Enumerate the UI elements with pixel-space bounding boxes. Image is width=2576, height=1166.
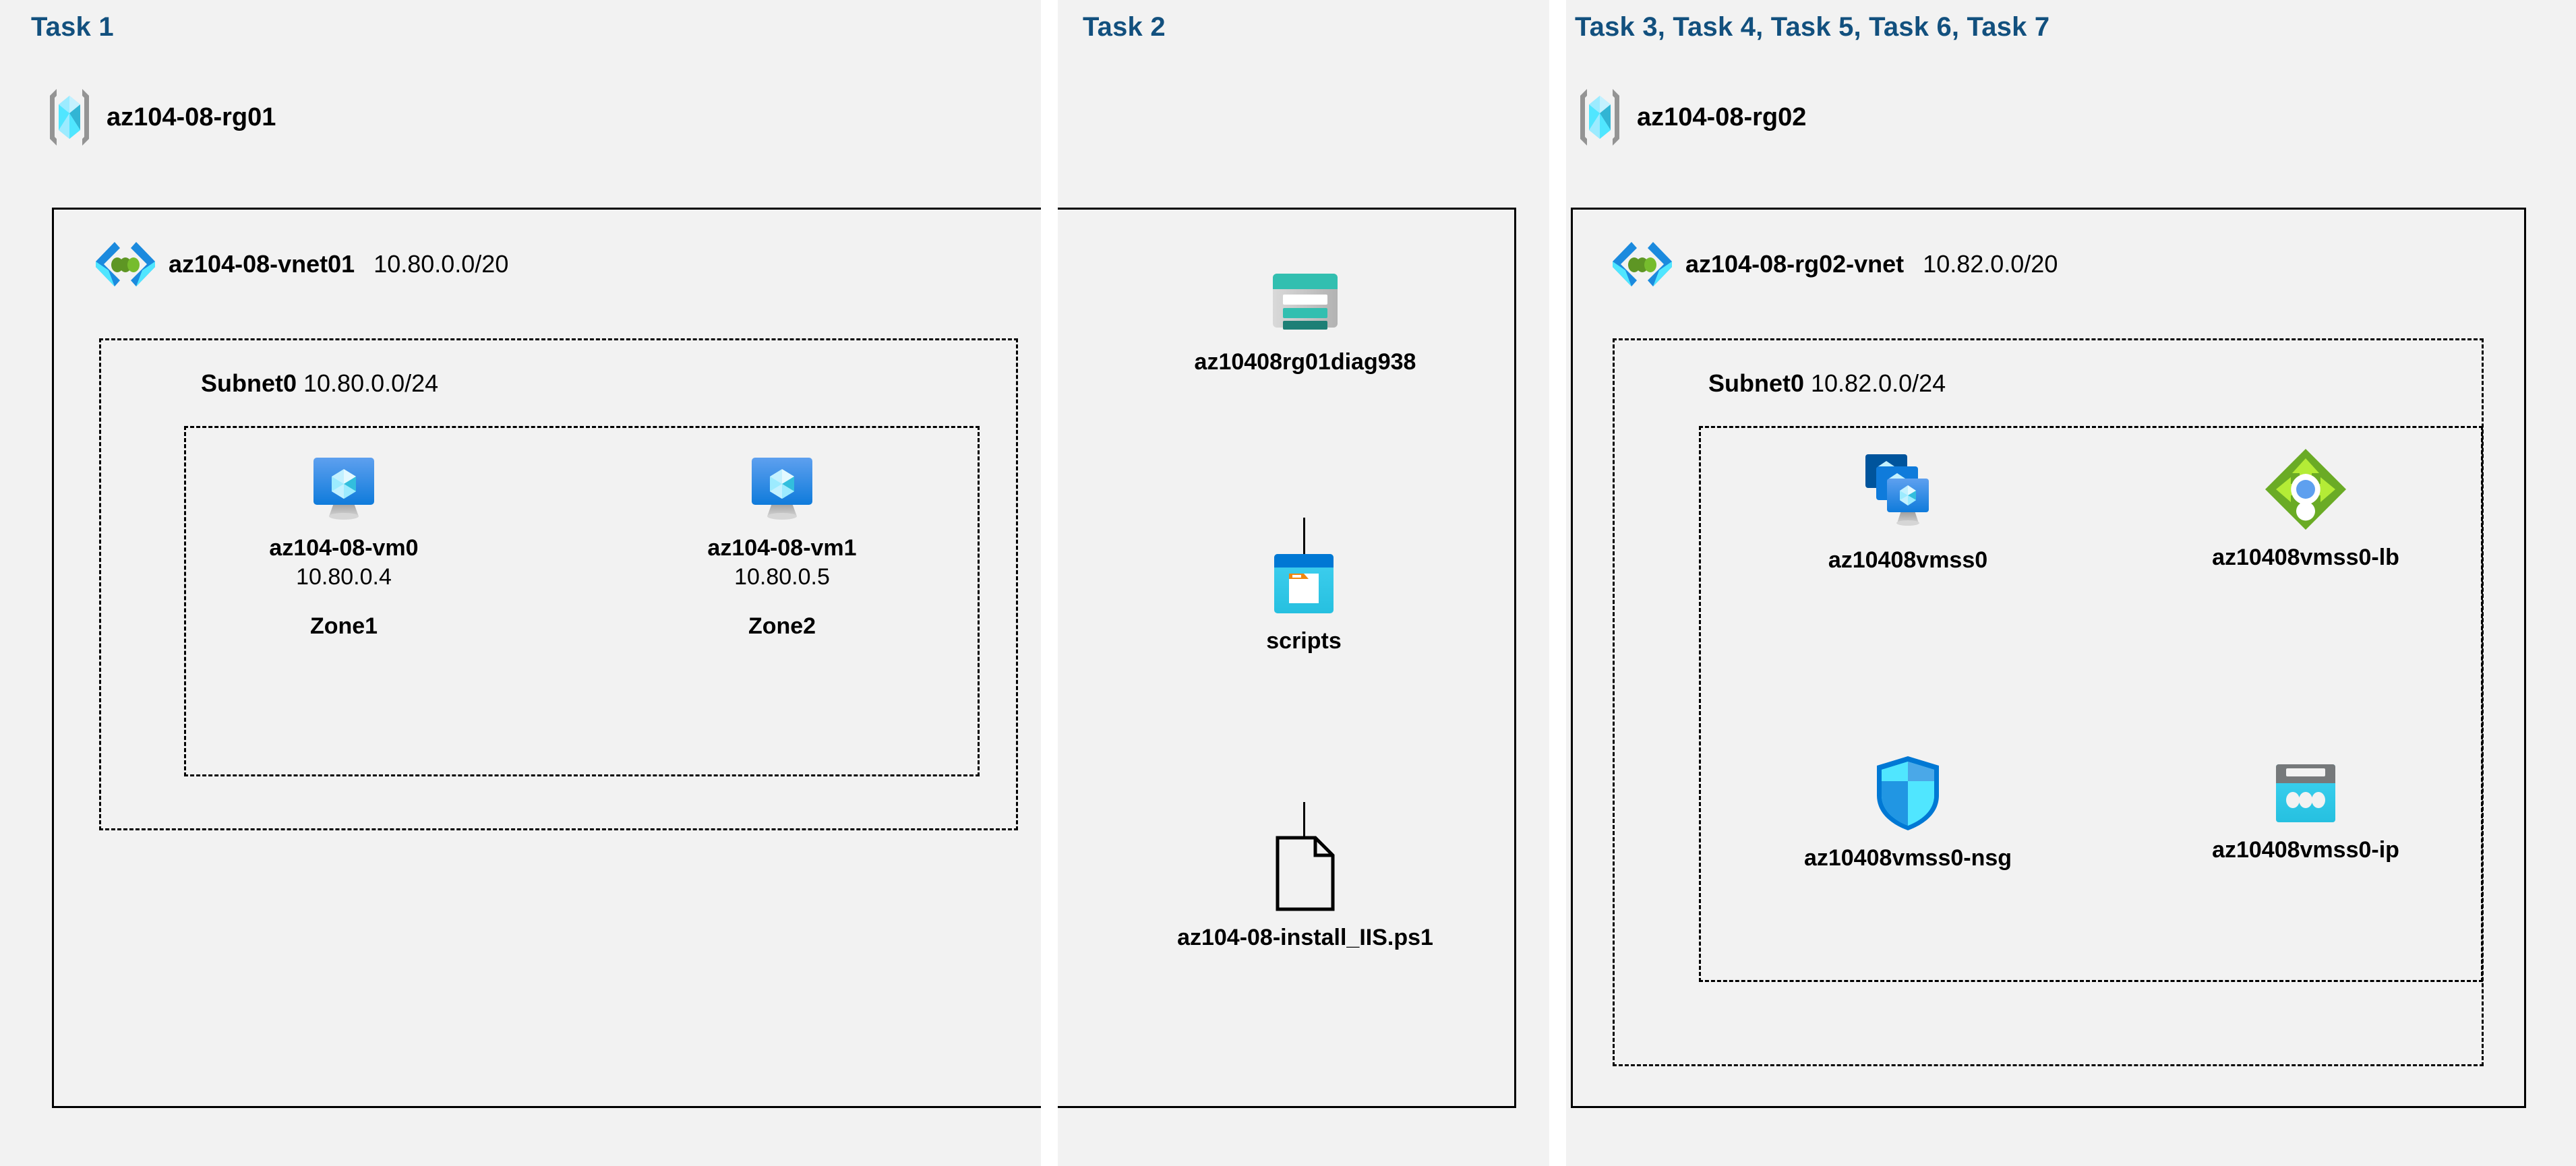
node-vm0[interactable]: az104-08-vm0 10.80.0.4 Zone1 [236, 453, 452, 640]
vnet-cidr: 10.82.0.0/20 [1923, 250, 2058, 278]
vnet-boundary-vnet01 [52, 208, 1516, 1108]
node-blob-container[interactable]: scripts [1182, 551, 1425, 654]
node-vm-scale-set[interactable]: az10408vmss0 [1773, 453, 2043, 574]
vnet-name: az104-08-vnet01 [169, 250, 355, 278]
node-label: az10408vmss0-nsg [1803, 845, 2012, 871]
storage-account-icon [1269, 264, 1342, 337]
node-zone: Zone2 [748, 613, 816, 639]
virtual-machine-icon [309, 453, 379, 523]
subnet-name: Subnet0 [1708, 369, 1805, 397]
panel-gutter-right [1549, 0, 1566, 1166]
task-title-task1: Task 1 [31, 12, 114, 42]
connector-container-to-script [1303, 802, 1305, 848]
resource-group-rg02: az104-08-rg02 [1578, 86, 1806, 148]
virtual-network-icon [94, 239, 156, 289]
node-storage-account[interactable]: az10408rg01diag938 [1130, 264, 1480, 375]
subnet-cidr: 10.82.0.0/24 [1811, 369, 1946, 397]
resource-group-label: az104-08-rg01 [107, 102, 276, 131]
node-zone: Zone1 [309, 613, 378, 639]
virtual-network-icon [1611, 239, 1673, 289]
node-public-ip-address[interactable]: az10408vmss0-ip [2198, 762, 2414, 863]
node-label: az10408vmss0-lb [2212, 545, 2399, 570]
subnet-cidr: 10.80.0.0/24 [303, 369, 439, 397]
vnet-header-vnet02: az104-08-rg02-vnet 10.82.0.0/20 [1611, 239, 2058, 289]
node-label: scripts [1266, 628, 1342, 654]
node-label: az10408vmss0 [1828, 547, 1988, 573]
node-label: az104-08-vm1 [707, 535, 857, 561]
task-title-task2: Task 2 [1083, 12, 1166, 42]
connector-storage-to-container [1303, 518, 1305, 559]
virtual-machine-icon [747, 453, 817, 523]
resource-group-rg01: az104-08-rg01 [47, 86, 276, 148]
resource-group-label: az104-08-rg02 [1637, 102, 1807, 131]
node-load-balancer[interactable]: az10408vmss0-lb [2184, 446, 2427, 571]
node-script-file[interactable]: az104-08-install_IIS.ps1 [1089, 834, 1521, 951]
subnet-name: Subnet0 [201, 369, 297, 397]
load-balancer-icon [2263, 446, 2349, 532]
network-security-group-icon [1873, 754, 1943, 833]
vnet-cidr: 10.80.0.0/20 [373, 250, 509, 278]
subnet-boundary-subnet0-vnet01 [99, 338, 1018, 830]
node-label: az104-08-vm0 [269, 535, 419, 561]
availability-zones-boundary [184, 426, 980, 776]
file-icon [1274, 834, 1336, 913]
node-vm1[interactable]: az104-08-vm1 10.80.0.5 Zone2 [674, 453, 890, 640]
node-network-security-group[interactable]: az10408vmss0-nsg [1780, 754, 2036, 871]
resource-group-icon [1578, 86, 1622, 148]
blob-container-icon [1271, 551, 1336, 616]
vnet-header-vnet01: az104-08-vnet01 10.80.0.0/20 [94, 239, 508, 289]
vnet-name: az104-08-rg02-vnet [1685, 250, 1905, 278]
public-ip-address-icon [2272, 762, 2339, 825]
task-title-task3: Task 3, Task 4, Task 5, Task 6, Task 7 [1575, 12, 2050, 42]
vnet-boundary-vnet02 [1571, 208, 2526, 1108]
node-label: az10408vmss0-ip [2212, 837, 2399, 863]
vmss-resources-boundary [1699, 426, 2483, 982]
panel-gutter-left [1041, 0, 1058, 1166]
resource-group-icon [47, 86, 92, 148]
node-ip: 10.80.0.4 [296, 564, 392, 590]
vm-scale-set-icon [1864, 453, 1952, 535]
node-label: az104-08-install_IIS.ps1 [1177, 925, 1433, 950]
node-ip: 10.80.0.5 [734, 564, 830, 590]
node-label: az10408rg01diag938 [1194, 349, 1416, 375]
